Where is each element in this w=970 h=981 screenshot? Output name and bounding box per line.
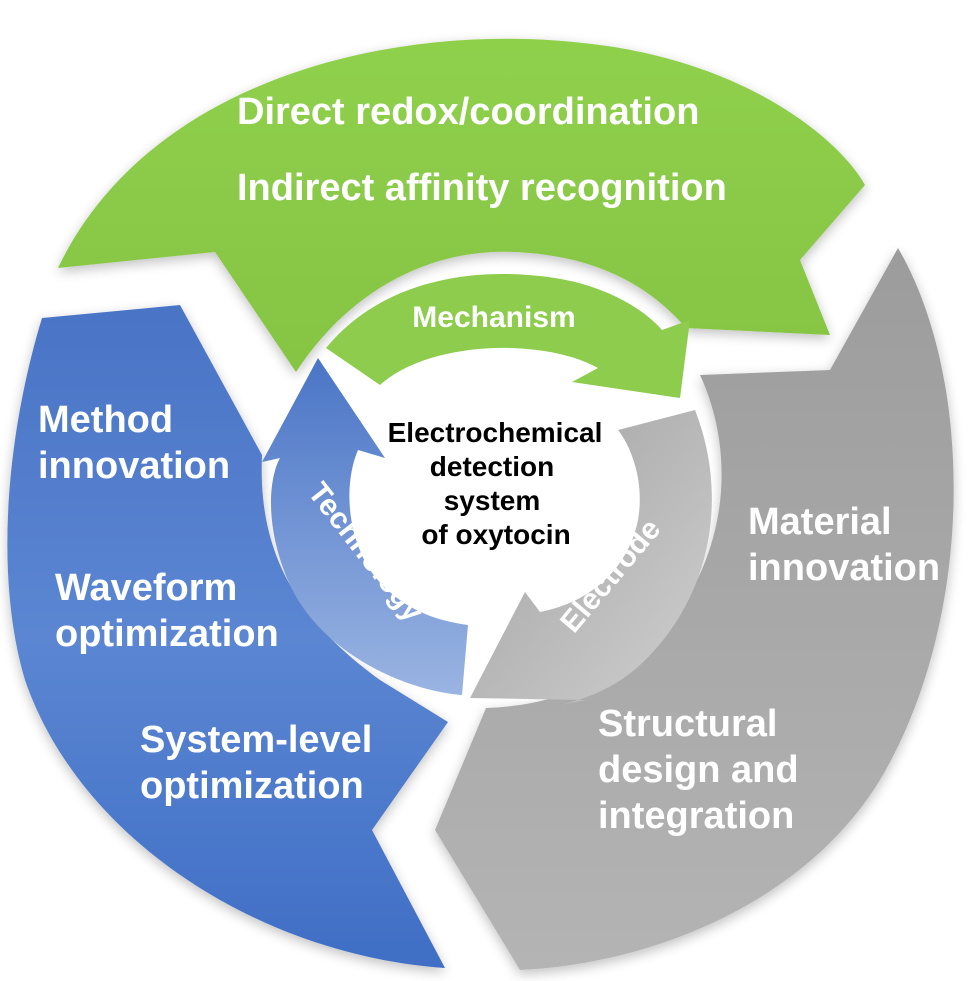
center-line: of oxytocin: [421, 519, 570, 550]
electrode-outer-segment: [435, 248, 954, 970]
outer-ring: [7, 38, 954, 970]
svg-text:Waveform: Waveform: [55, 567, 237, 609]
svg-text:Material: Material: [748, 501, 892, 543]
technology-item-method-innovation: Method innovation: [38, 399, 230, 487]
svg-text:innovation: innovation: [748, 547, 940, 589]
svg-text:Structural: Structural: [598, 703, 777, 745]
mechanism-outer-segment: [58, 38, 865, 373]
technology-item-waveform-optimization: Waveform optimization: [55, 567, 279, 655]
technology-outer-segment: [7, 305, 449, 968]
svg-text:innovation: innovation: [38, 445, 230, 487]
mechanism-inner-arrow: [326, 273, 690, 398]
center-line: system: [444, 485, 541, 516]
mechanism-inner-label: Mechanism: [412, 301, 575, 334]
center-label: Electrochemical detection system of oxyt…: [388, 417, 603, 550]
svg-text:System-level: System-level: [140, 719, 372, 761]
center-line: detection: [430, 451, 554, 482]
svg-text:optimization: optimization: [55, 613, 279, 655]
svg-text:optimization: optimization: [140, 765, 364, 807]
mechanism-item-indirect-affinity: Indirect affinity recognition: [237, 167, 727, 209]
mechanism-item-direct-redox: Direct redox/coordination: [237, 91, 699, 133]
electrode-item-material-innovation: Material innovation: [748, 501, 940, 589]
svg-text:design and: design and: [598, 749, 799, 791]
technology-item-system-level-optimization: System-level optimization: [140, 719, 372, 807]
center-line: Electrochemical: [388, 417, 603, 448]
svg-text:Method: Method: [38, 399, 173, 441]
svg-text:integration: integration: [598, 795, 794, 837]
electrode-inner-arrow: [470, 410, 712, 705]
electrode-item-structural-design: Structural design and integration: [598, 703, 799, 837]
inner-ring: [262, 273, 712, 705]
technology-inner-arrow: [262, 358, 468, 695]
